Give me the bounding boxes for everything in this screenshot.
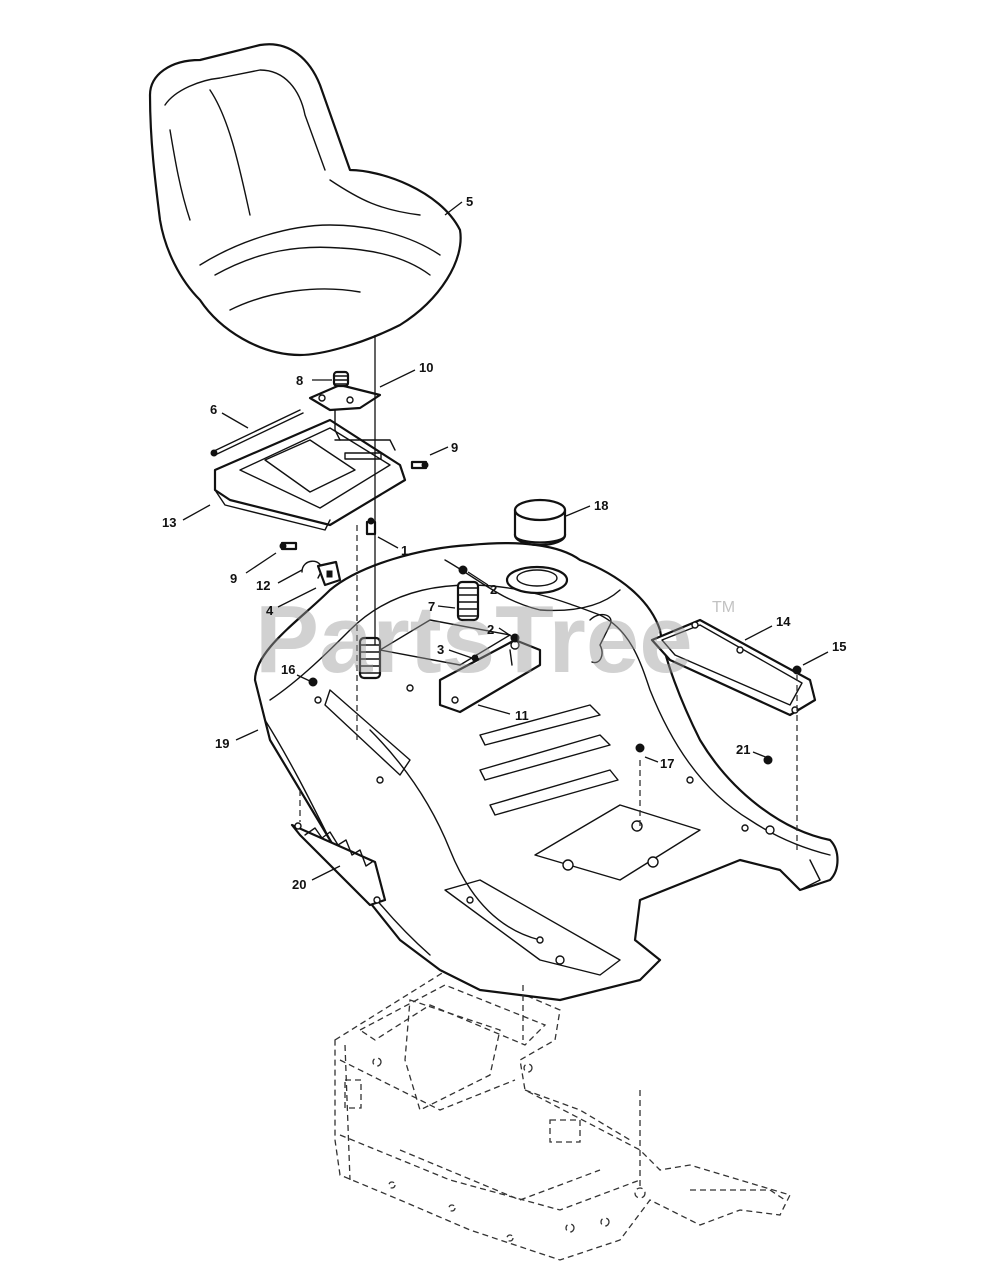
callout-1: 1 (401, 543, 408, 558)
callout-11: 11 (515, 708, 529, 723)
nut-2a (458, 565, 468, 575)
callout-18: 18 (594, 498, 608, 513)
callouts: 5 10 8 6 9 13 1 9 12 4 18 2 7 2 3 11 14 … (162, 194, 846, 892)
callout-19: 19 (215, 736, 229, 751)
height-rack-20 (290, 822, 387, 907)
fastener-15 (792, 665, 802, 675)
callout-17: 17 (660, 756, 674, 771)
callout-21: 21 (736, 742, 750, 757)
callout-4: 4 (266, 603, 274, 618)
callout-6: 6 (210, 402, 217, 417)
fastener-16 (308, 677, 318, 687)
alignment-lines (299, 335, 798, 1190)
callout-20: 20 (292, 877, 306, 892)
watermark-trademark: TM (712, 599, 735, 616)
rod-6 (210, 409, 304, 457)
callout-7: 7 (428, 599, 435, 614)
callout-9-right: 9 (451, 440, 458, 455)
latch-plate (308, 383, 382, 441)
leader-lines (182, 201, 829, 881)
bolt-1 (365, 517, 377, 536)
callout-8: 8 (296, 373, 303, 388)
callout-10: 10 (419, 360, 433, 375)
callout-3: 3 (437, 642, 444, 657)
callout-15: 15 (832, 639, 846, 654)
watermark-text: PartsTree (255, 586, 693, 693)
bracket-4 (316, 560, 342, 587)
spring-8 (332, 370, 350, 388)
cap-18 (513, 498, 567, 547)
callout-12: 12 (256, 578, 270, 593)
seat (148, 43, 462, 357)
callout-2-bracket: 2 (487, 622, 494, 637)
bolt-9-left (279, 541, 298, 551)
spring-left (358, 636, 382, 680)
callout-16: 16 (281, 662, 295, 677)
bolt-9-right (410, 460, 429, 470)
footpad-14 (650, 618, 817, 717)
tractor-frame (334, 964, 791, 1261)
callout-5: 5 (466, 194, 473, 209)
bezel (505, 565, 569, 595)
fastener-21 (763, 755, 773, 765)
nut-2b (510, 633, 520, 643)
callout-13: 13 (162, 515, 176, 530)
callout-14: 14 (776, 614, 791, 629)
callout-2-top: 2 (490, 582, 497, 597)
spring-7 (456, 580, 480, 622)
fastener-17 (635, 743, 645, 753)
seat-pan (213, 418, 407, 531)
callout-9-left: 9 (230, 571, 237, 586)
